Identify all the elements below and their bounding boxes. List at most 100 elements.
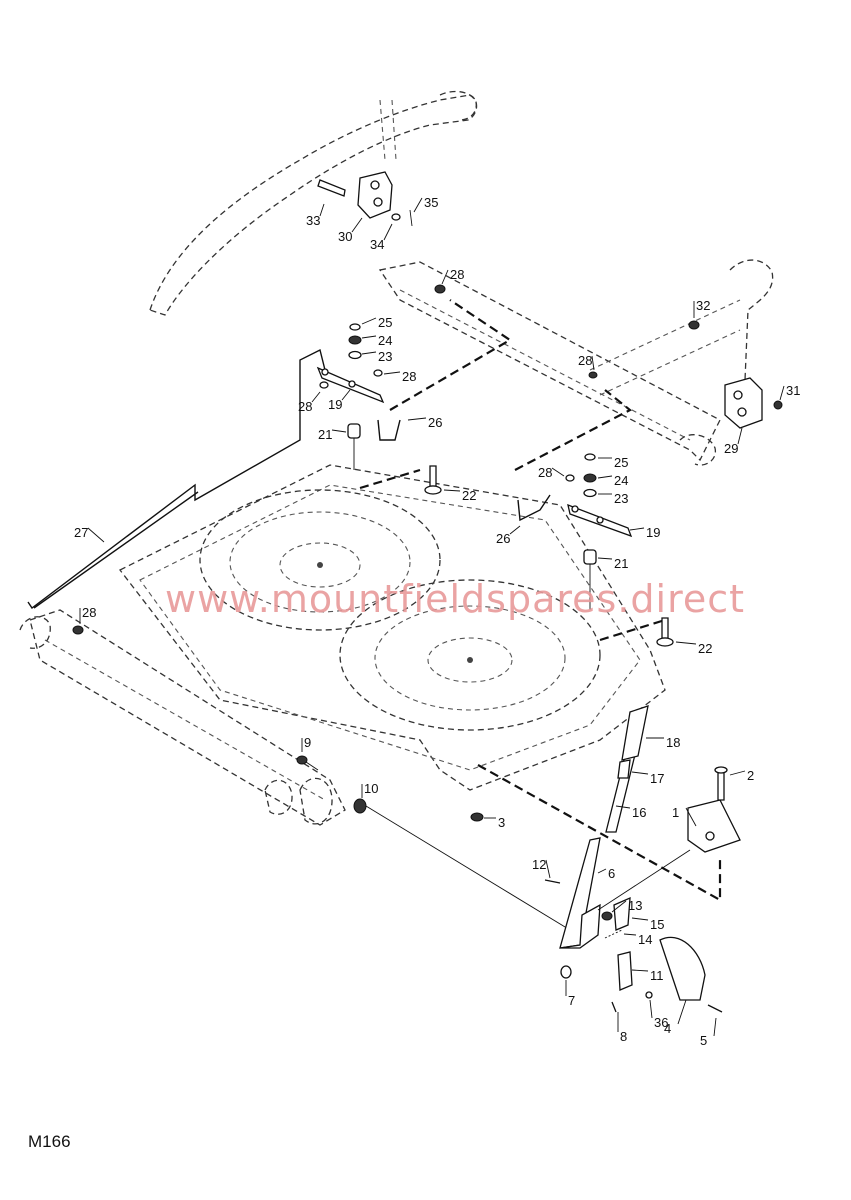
callout-leader-15 [631,917,649,921]
callout-leader-30 [351,217,363,233]
rod-27 [27,348,326,610]
callout-16: 16 [632,805,646,820]
callout-leader-26 [509,525,521,535]
diagram-code: M166 [28,1132,71,1151]
washer-stack-bottom [583,453,597,498]
callout-leader-31 [779,385,785,401]
callout-leader-35 [413,197,423,213]
callout-22: 22 [462,488,476,503]
link-rod-26-left [377,419,401,441]
callout-leader-2 [729,770,746,776]
callout-18: 18 [666,735,680,750]
callout-leader-17 [631,771,649,775]
callout-15: 15 [650,917,664,932]
height-bracket-29 [724,377,783,429]
callout-31: 31 [786,383,800,398]
callout-leader-12 [545,859,551,879]
callout-21: 21 [318,427,332,442]
callout-35: 35 [424,195,438,210]
callout-leader-24 [597,475,613,479]
washer-28-d [588,371,598,379]
callout-leader-36 [649,999,653,1019]
callout-5: 5 [700,1033,707,1048]
callout-12: 12 [532,857,546,872]
callout-24: 24 [614,473,628,488]
dashed-links [359,299,722,902]
watermark: www.mountfieldspares.direct [165,577,745,621]
callout-10: 10 [364,781,378,796]
callout-leader-34 [383,223,393,241]
washer-28-a [434,284,446,294]
deck-ghost [119,464,666,791]
callout-26: 26 [428,415,442,430]
callout-leader-28 [311,391,321,403]
nut-9 [296,755,319,771]
callout-33: 33 [306,213,320,228]
callout-25: 25 [614,455,628,470]
washer-28-b [373,369,383,377]
callout-34: 34 [370,237,384,252]
callout-leader-4 [677,999,687,1025]
washer-28-f [72,625,84,635]
callout-27: 27 [74,525,88,540]
bush-21-bottom [583,549,597,565]
callout-leader-16 [615,805,631,809]
callout-24: 24 [378,333,392,348]
callout-leader-26 [407,417,427,421]
washer-stack-top [348,323,362,360]
callout-leader-25 [361,317,377,325]
callout-leader-33 [319,203,325,217]
callout-14: 14 [638,932,652,947]
callout-32: 32 [696,298,710,313]
bolt-22-bottom [656,617,674,647]
callout-leader-24 [361,335,377,339]
callout-leader-19 [629,527,645,531]
callout-leader-5 [713,1017,717,1037]
callout-leader-23 [361,351,377,355]
callout-leader-6 [597,868,607,874]
callout-2: 2 [747,768,754,783]
callout-29: 29 [724,441,738,456]
lever-assembly [544,705,741,1013]
callout-leader-28 [551,467,565,477]
callout-leader-14 [623,933,637,936]
front-axle-ghost [19,609,346,826]
callout-leader-22 [675,641,697,645]
nut-3 [470,812,484,822]
bush-10 [353,798,571,931]
callout-leader-11 [631,969,649,972]
callout-leader-19 [341,389,351,401]
callout-leader-28 [383,371,401,375]
upper-frame-ghost [149,90,478,316]
callout-6: 6 [608,866,615,881]
callout-36: 36 [654,1015,668,1030]
callout-19: 19 [646,525,660,540]
callout-19: 19 [328,397,342,412]
callout-labels: 1234567891011121314151617181919212122222… [74,195,800,1048]
bush-21-top [347,423,361,439]
washer-28-c [319,381,329,389]
callout-23: 23 [378,349,392,364]
callout-leader-1 [685,807,697,827]
callout-28: 28 [450,267,464,282]
callout-13: 13 [628,898,642,913]
bracket-19-bottom [567,503,633,538]
callout-30: 30 [338,229,352,244]
height-bracket-30 [317,171,413,227]
callout-21: 21 [614,556,628,571]
rear-frame-ghost [378,259,774,466]
callout-28: 28 [402,369,416,384]
washer-32 [688,320,700,330]
callout-25: 25 [378,315,392,330]
callout-28: 28 [82,605,96,620]
callout-leader-27 [87,527,105,543]
bracket-19-top [316,366,385,404]
callout-3: 3 [498,815,505,830]
callout-leader-21 [331,429,347,433]
callout-leader-28 [441,269,449,285]
callout-8: 8 [620,1029,627,1044]
callout-22: 22 [698,641,712,656]
callout-28: 28 [538,465,552,480]
callout-28: 28 [298,399,312,414]
